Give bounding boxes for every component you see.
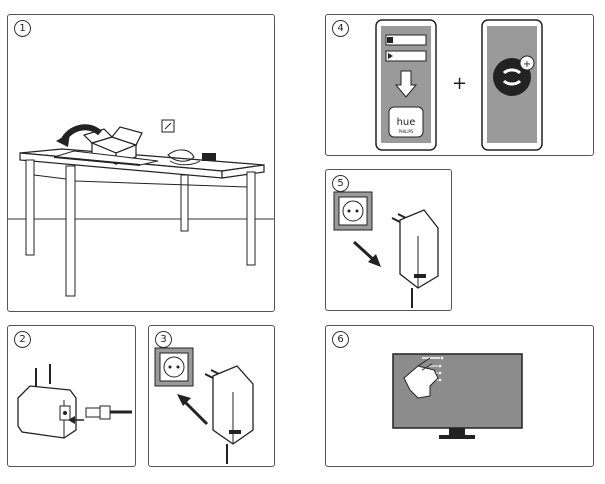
- app-download-illustration: hue PHILIPS +: [375, 19, 543, 151]
- hand-pointer-icon: [403, 365, 439, 399]
- table-leg-front-left: [25, 159, 35, 256]
- hue-app-icon: [388, 106, 424, 138]
- step-number-badge: 4: [332, 20, 349, 37]
- google-play-icon: [385, 50, 427, 62]
- step-5-panel: 5: [325, 169, 452, 311]
- step-3-panel: 3: [148, 325, 275, 467]
- apple-store-icon: [385, 34, 427, 46]
- add-app-badge-icon: [519, 55, 535, 71]
- step-4-panel: 4 hue PHILIPS + +: [325, 14, 594, 156]
- step-6-panel: 6: [325, 325, 594, 467]
- table-edge-side: [221, 164, 265, 179]
- step-number-badge: 5: [332, 175, 349, 192]
- power-adapter: [17, 385, 77, 439]
- direction-arrow-icon: [181, 398, 209, 426]
- power-adapter: [399, 209, 439, 289]
- table-leg-right: [246, 171, 256, 266]
- table-leg-back: [180, 174, 189, 232]
- step-number-badge: 2: [14, 331, 31, 348]
- cable-coil: [167, 149, 195, 162]
- step-number-badge: 3: [155, 331, 172, 348]
- hue-logo-subtext: PHILIPS: [399, 129, 414, 134]
- tv-app-illustration: [392, 353, 523, 439]
- plus-sign: +: [452, 73, 468, 94]
- step-1-panel: 1: [7, 14, 275, 312]
- hue-logo-text: hue: [397, 117, 416, 128]
- step-2-panel: 2: [7, 325, 136, 467]
- download-arrow-icon: [394, 70, 418, 98]
- table-leg-front-middle: [65, 165, 76, 297]
- tv-stand-neck: [449, 428, 465, 435]
- svg-text:+: +: [523, 59, 531, 70]
- tv-stand-base: [439, 435, 475, 439]
- connect-cable-illustration: [17, 364, 132, 439]
- plug-in-adapter-illustration: [154, 347, 254, 464]
- power-adapter-small: [202, 153, 216, 161]
- cable-plug: [85, 407, 101, 418]
- table-unboxing-illustration: [8, 119, 274, 297]
- step-number-badge: 1: [14, 20, 31, 37]
- step-number-badge: 6: [332, 331, 349, 348]
- plug-in-adapter-illustration: [333, 191, 439, 308]
